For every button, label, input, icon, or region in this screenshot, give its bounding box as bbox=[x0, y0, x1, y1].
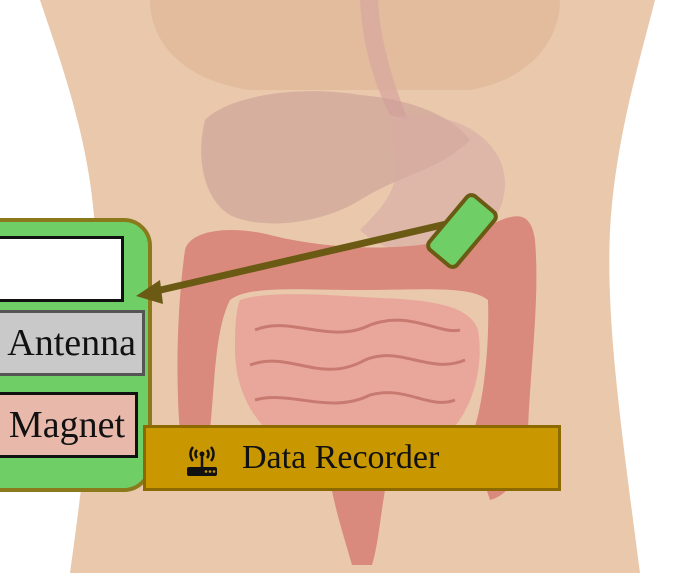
chest-shading bbox=[150, 0, 560, 90]
magnet-box: Magnet bbox=[0, 392, 138, 458]
antenna-label: Antenna bbox=[7, 321, 136, 365]
magnet-label: Magnet bbox=[9, 403, 125, 447]
data-recorder-label: Data Recorder bbox=[242, 439, 439, 477]
wireless-router-icon bbox=[184, 438, 220, 478]
data-recorder-box: Data Recorder bbox=[143, 425, 561, 491]
component-box-empty bbox=[0, 236, 124, 302]
antenna-box: Antenna bbox=[0, 310, 145, 376]
